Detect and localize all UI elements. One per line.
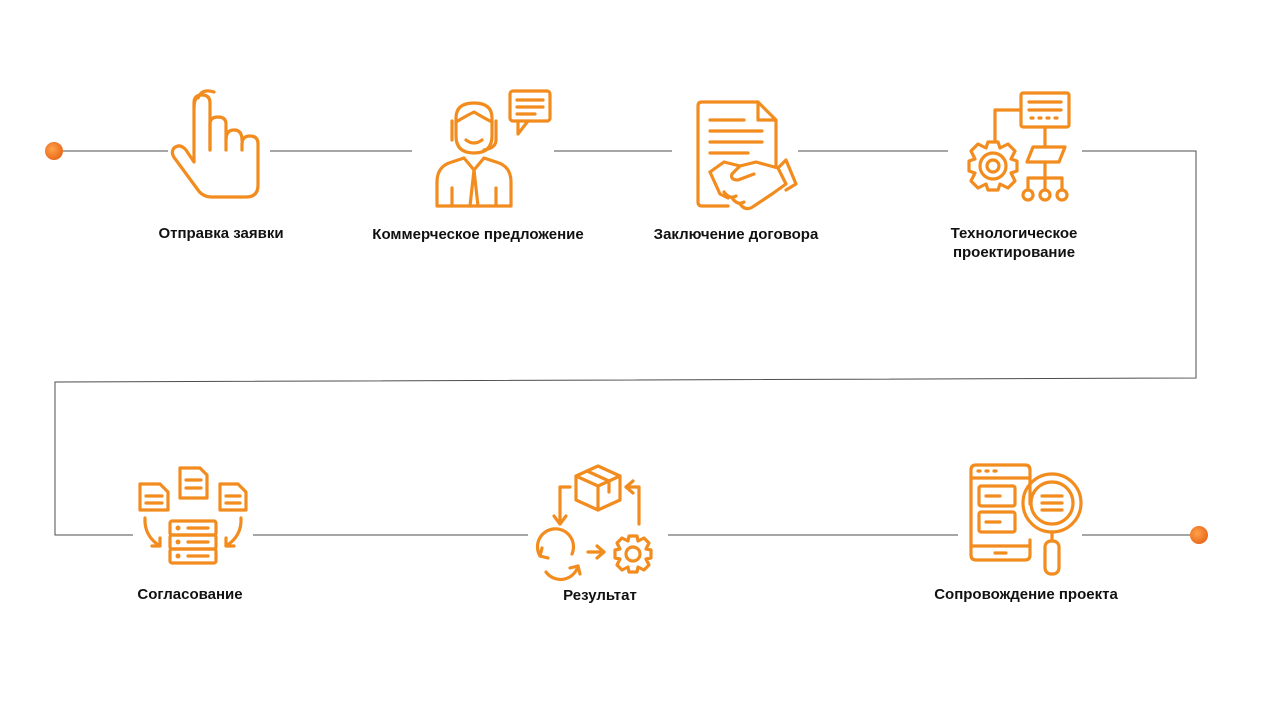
phone-magnifier-icon [969,463,1083,576]
step-label-application: Отправка заявки [158,225,284,242]
step-label-result: Результат [563,587,637,604]
end-dot [1190,526,1208,544]
step-label-project-support: Сопровождение проекта [934,586,1118,603]
pointing-hand-icon [170,89,260,199]
step-label-tech-design: Технологическое проектирование [950,225,1078,261]
package-cycle-gear-icon [535,464,653,582]
contract-handshake-icon [696,100,798,211]
start-dot [45,142,63,160]
connector-lines [54,150,1197,536]
documents-to-server-icon [138,466,248,565]
step-label-contract: Заключение договора [653,226,819,243]
step-label-approval: Согласование [137,586,243,603]
gear-flowchart-icon [967,91,1071,202]
step-label-commercial-offer: Коммерческое предложение [372,226,584,243]
consultant-with-headset-icon [435,89,552,208]
